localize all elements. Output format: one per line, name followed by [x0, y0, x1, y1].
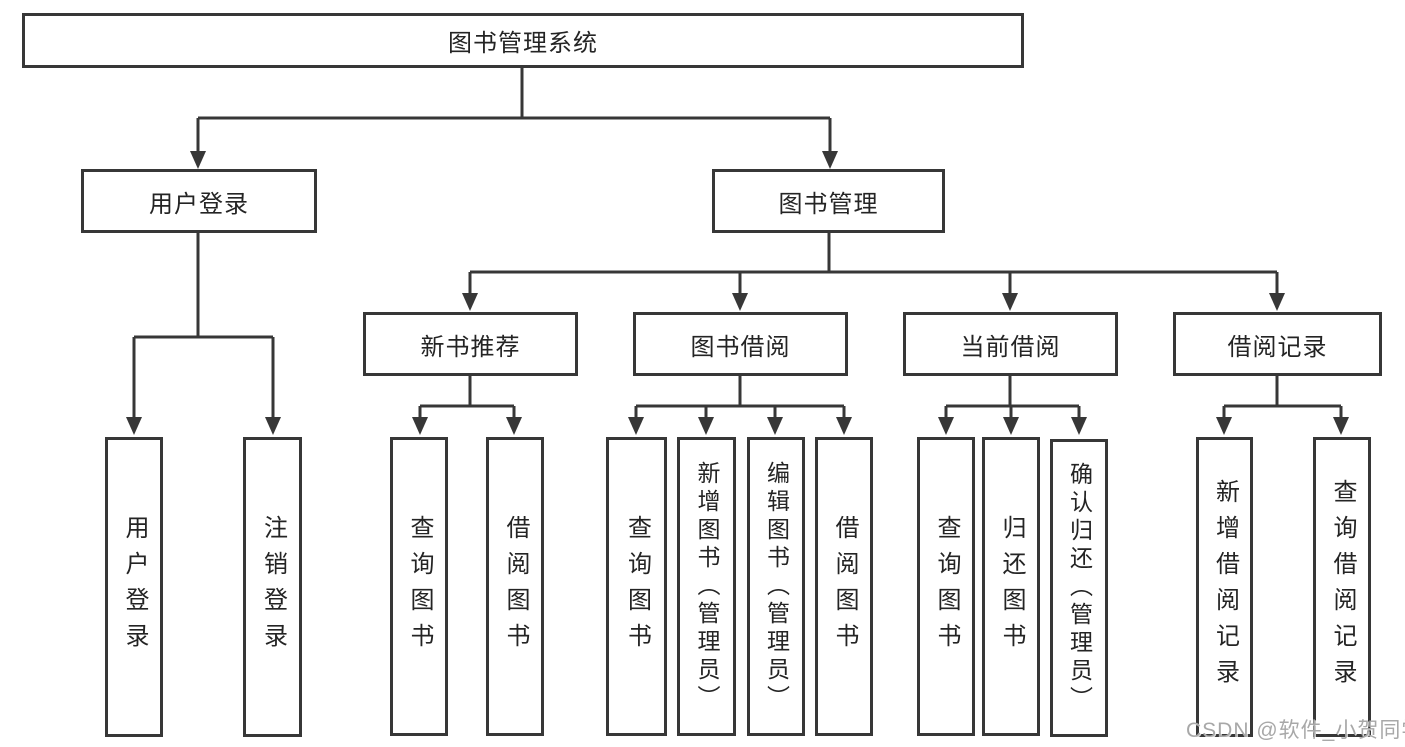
leaf-query-book-1-label: 查询图书: [406, 514, 433, 659]
arrowhead: [1003, 417, 1019, 435]
node-new-book-rec-label: 新书推荐: [420, 333, 521, 361]
arrowhead: [126, 417, 142, 435]
leaf-add-book: 新增图书（管理员）: [677, 437, 736, 736]
node-user-login: 用户登录: [81, 169, 317, 233]
leaf-user-login: 用户登录: [105, 437, 163, 737]
arrowhead: [265, 417, 281, 435]
connector-current-borrow-children: [944, 376, 1081, 419]
node-book-borrow: 图书借阅: [633, 312, 848, 376]
arrowhead: [1333, 417, 1349, 435]
node-borrow-records: 借阅记录: [1173, 312, 1382, 376]
connector-borrow-records-children: [1222, 376, 1343, 419]
leaf-query-book-2-label: 查询图书: [623, 514, 651, 659]
node-book-borrow-label: 图书借阅: [690, 333, 791, 361]
arrowhead: [1269, 293, 1285, 311]
arrowhead: [506, 417, 522, 435]
node-book-mgmt-label: 图书管理: [778, 190, 879, 218]
leaf-return-book: 归还图书: [982, 437, 1040, 736]
arrowhead: [822, 151, 838, 169]
node-root-label: 图书管理系统: [448, 30, 598, 57]
leaf-logout: 注销登录: [243, 437, 302, 737]
arrowhead: [462, 293, 478, 311]
leaf-query-book-1: 查询图书: [390, 437, 448, 736]
node-root: 图书管理系统: [22, 13, 1024, 68]
node-borrow-records-label: 借阅记录: [1227, 333, 1328, 361]
connector-user-login-children: [132, 233, 275, 419]
leaf-query-book-3-label: 查询图书: [933, 514, 960, 659]
node-new-book-rec: 新书推荐: [363, 312, 578, 376]
arrowhead: [1216, 417, 1232, 435]
leaf-add-record: 新增借阅记录: [1196, 437, 1253, 737]
connector-new-book-children: [418, 376, 516, 419]
arrowhead: [1071, 417, 1087, 435]
arrowhead: [628, 417, 644, 435]
arrowheads: [126, 151, 1349, 435]
leaf-borrow-book-1-label: 借阅图书: [502, 514, 529, 659]
leaf-borrow-book-1: 借阅图书: [486, 437, 544, 736]
leaf-edit-book: 编辑图书（管理员）: [747, 437, 805, 736]
leaf-query-book-3: 查询图书: [917, 437, 975, 736]
node-current-borrow: 当前借阅: [903, 312, 1118, 376]
node-book-mgmt: 图书管理: [712, 169, 945, 233]
arrowhead: [1002, 293, 1018, 311]
connector-book-borrow-children: [634, 376, 846, 419]
leaf-logout-label: 注销登录: [259, 515, 287, 659]
arrowhead: [938, 417, 954, 435]
leaf-borrow-book-2: 借阅图书: [815, 437, 873, 736]
leaf-query-record: 查询借阅记录: [1313, 437, 1371, 737]
node-current-borrow-label: 当前借阅: [960, 333, 1061, 361]
leaf-return-book-label: 归还图书: [998, 514, 1025, 659]
leaf-borrow-book-2-label: 借阅图书: [831, 514, 858, 659]
arrowhead: [412, 417, 428, 435]
connector-root-to-level2: [196, 67, 832, 153]
arrowhead: [190, 151, 206, 169]
node-user-login-label: 用户登录: [149, 190, 249, 218]
leaf-confirm-return-label: 确认归还（管理员）: [1066, 462, 1093, 714]
csdn-watermark: CSDN @软件_小贺同学: [1186, 719, 1405, 742]
leaf-confirm-return: 确认归还（管理员）: [1050, 439, 1108, 737]
arrowhead: [836, 417, 852, 435]
leaf-edit-book-label: 编辑图书（管理员）: [763, 460, 790, 713]
arrowhead: [698, 417, 714, 435]
connector-book-mgmt-children: [468, 233, 1279, 295]
leaf-add-book-label: 新增图书（管理员）: [694, 460, 720, 713]
leaf-add-record-label: 新增借阅记录: [1211, 479, 1239, 695]
leaf-query-book-2: 查询图书: [606, 437, 667, 736]
arrowhead: [767, 417, 783, 435]
arrowhead: [732, 293, 748, 311]
leaf-query-record-label: 查询借阅记录: [1329, 479, 1356, 695]
leaf-user-login-label: 用户登录: [121, 515, 148, 659]
